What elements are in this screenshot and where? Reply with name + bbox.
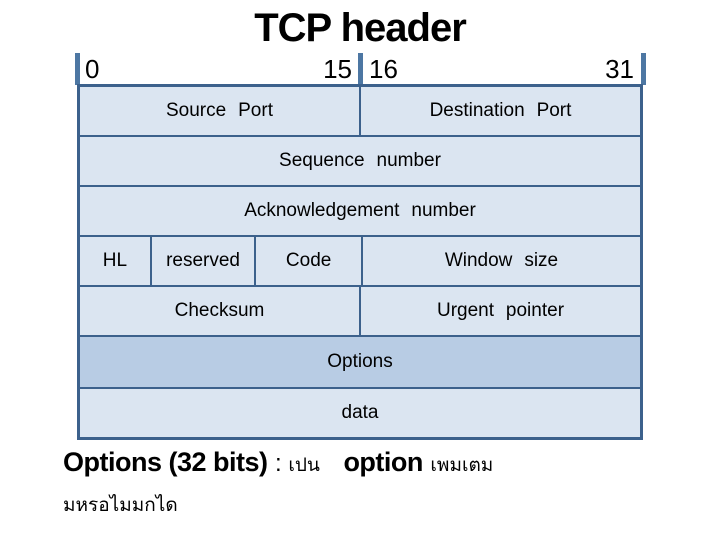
cell-data: data [80, 389, 640, 437]
options-note-line1: Options (32 bits) : เปน option เพมเตม [63, 444, 683, 483]
cell-urgent-pointer: Urgent pointer [361, 287, 640, 335]
note-latin-mid: option [343, 447, 423, 477]
bit-label-16: 16 [369, 54, 398, 84]
cell-window-size: Window size [362, 237, 640, 285]
bit-label-31: 31 [605, 54, 634, 84]
cell-source-port: Source Port [80, 87, 359, 135]
cell-acknowledgement-number: Acknowledgement number [80, 187, 640, 235]
cell-checksum: Checksum [80, 287, 359, 335]
options-note-line2: มหรอไมมกได [63, 494, 178, 516]
cell-destination-port: Destination Port [361, 87, 640, 135]
options-note: Options (32 bits) : เปน option เพมเตม มห… [63, 444, 683, 519]
note-latin-lead: Options (32 bits) [63, 447, 268, 477]
cell-code: Code [256, 237, 361, 285]
table-row-sequence: Sequence number [80, 137, 640, 185]
table-row-data: data [80, 389, 640, 437]
bit-label-0: 0 [85, 54, 100, 84]
table-row-acknowledgement: Acknowledgement number [80, 187, 640, 235]
table-row-options: Options [80, 337, 640, 387]
cell-reserved: reserved [151, 237, 255, 285]
table-row-ports: Source Port Destination Port [80, 87, 640, 135]
note-thai-part1: เปน [288, 454, 320, 476]
cell-sequence-number: Sequence number [80, 137, 640, 185]
slide-title: TCP header [254, 6, 467, 50]
note-thai-part2: เพมเตม [430, 454, 494, 476]
cell-hl: HL [80, 237, 150, 285]
ruler-tick-16-icon [358, 53, 363, 85]
cell-options: Options [80, 337, 640, 387]
tcp-header-table: Source Port Destination Port Sequence nu… [77, 84, 643, 440]
table-row-flags: HL reserved Code Window size [80, 237, 640, 285]
bit-ruler: 0 15 16 31 [75, 53, 646, 85]
ruler-tick-31-icon [641, 53, 646, 85]
ruler-tick-0-icon [75, 53, 80, 85]
table-row-checksum: Checksum Urgent pointer [80, 287, 640, 335]
note-separator: : [275, 450, 282, 477]
bit-label-15: 15 [323, 54, 352, 84]
